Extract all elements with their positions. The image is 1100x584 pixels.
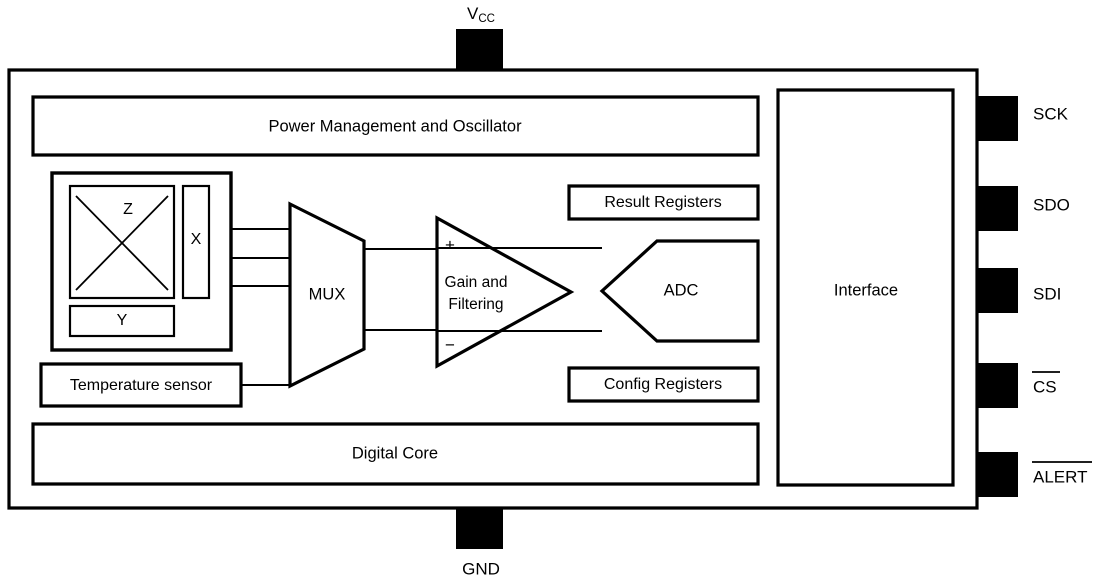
block-config-registers-label: Config Registers <box>604 376 722 393</box>
pin-pad-gnd[interactable] <box>456 506 503 549</box>
axis-z-cross-line-2 <box>75 195 169 291</box>
block-digital-core[interactable] <box>33 424 758 484</box>
block-axis-z-label: Z <box>123 201 133 218</box>
block-axis-x[interactable] <box>181 184 211 300</box>
block-gain-and-filtering[interactable] <box>435 215 575 369</box>
pin-label-alert: ALERT <box>1033 467 1088 486</box>
pin-label-vcc: VCC <box>467 4 495 25</box>
pin-pad-sdi[interactable] <box>975 268 1018 313</box>
block-power-management-label: Power Management and Oscillator <box>268 117 522 135</box>
pin-pad-sck[interactable] <box>975 96 1018 141</box>
block-interface-label: Interface <box>834 281 898 299</box>
block-digital-core-label: Digital Core <box>352 444 438 462</box>
pin-pad-sdo[interactable] <box>975 186 1018 231</box>
block-config-registers[interactable] <box>569 368 758 401</box>
block-temperature-sensor[interactable] <box>41 364 241 406</box>
pin-label-sdo: SDO <box>1033 195 1070 214</box>
pin-label-vcc-subscript: CC <box>478 13 495 25</box>
block-power-management[interactable] <box>33 97 758 155</box>
pin-label-sck: SCK <box>1033 104 1069 123</box>
pin-pad-cs[interactable] <box>975 363 1018 408</box>
block-mux[interactable] <box>288 201 366 389</box>
block-gain-and-filtering-label-line1: Gain and <box>445 274 508 291</box>
block-axis-y-label: Y <box>117 312 128 329</box>
block-result-registers-label: Result Registers <box>604 194 721 211</box>
block-axis-y[interactable] <box>68 304 176 338</box>
block-mux-label: MUX <box>309 285 346 303</box>
pin-pad-alert[interactable] <box>975 452 1018 497</box>
block-adc[interactable] <box>599 239 760 343</box>
block-temperature-sensor-label: Temperature sensor <box>70 377 213 394</box>
pin-pad-vcc[interactable] <box>456 29 503 72</box>
amp-minus-label: − <box>445 335 455 354</box>
block-adc-label: ADC <box>664 281 699 299</box>
block-axis-x-label: X <box>191 231 202 248</box>
block-interface[interactable] <box>778 90 953 485</box>
block-result-registers[interactable] <box>569 186 758 219</box>
pin-label-cs: CS <box>1033 377 1057 396</box>
amp-plus-label: + <box>445 235 455 254</box>
pin-label-vcc-base: V <box>467 4 479 23</box>
pin-label-gnd: GND <box>462 559 500 578</box>
pin-label-sdi: SDI <box>1033 284 1061 303</box>
block-gain-and-filtering-label-line2: Filtering <box>448 296 503 313</box>
